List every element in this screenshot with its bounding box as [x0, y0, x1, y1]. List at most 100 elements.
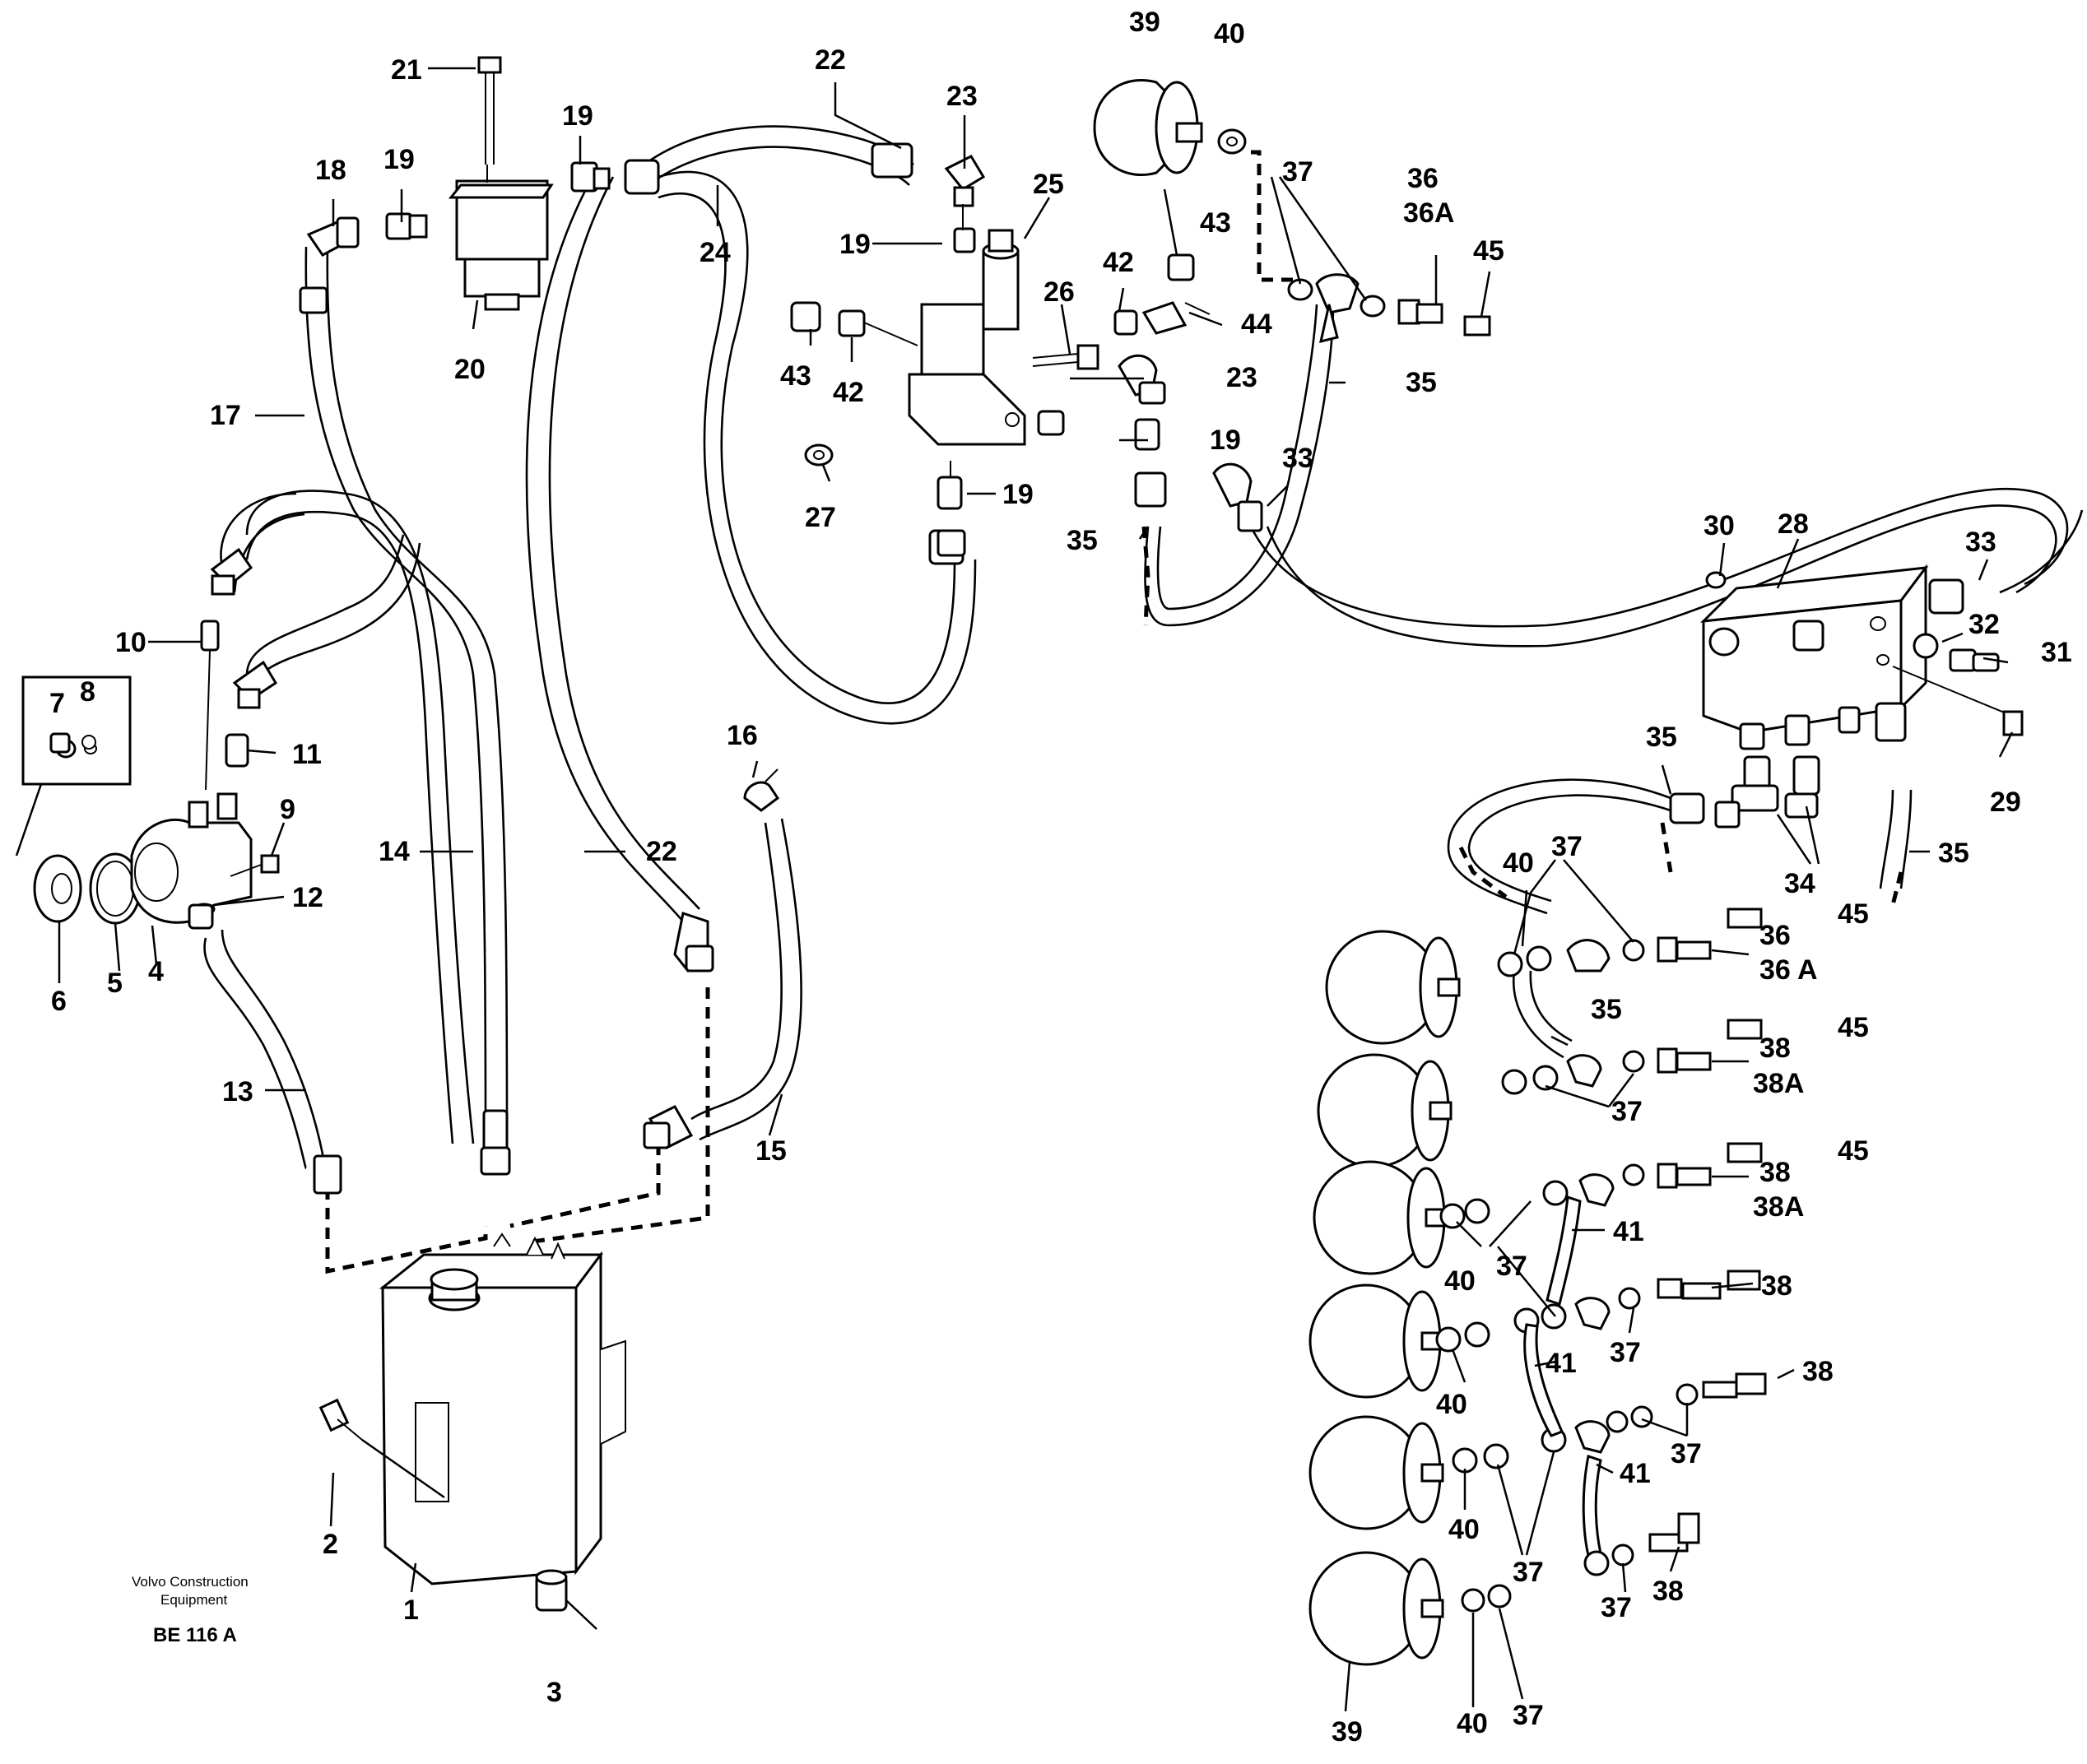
hose-35-lower	[1447, 778, 1671, 915]
callout-36A: 36A	[1403, 197, 1454, 229]
callout-40: 40	[1436, 1389, 1467, 1420]
callout-16: 16	[727, 720, 758, 751]
hose-24	[658, 170, 956, 705]
callout-14: 14	[379, 836, 410, 867]
filter-20	[448, 56, 554, 311]
callout-19: 19	[383, 144, 415, 175]
callout-12: 12	[292, 882, 323, 913]
callout-43: 43	[1200, 207, 1231, 239]
callout-40: 40	[1444, 1265, 1476, 1297]
callout-37: 37	[1671, 1438, 1702, 1469]
callout-38: 38	[1759, 1157, 1791, 1188]
callout-26: 26	[1044, 276, 1075, 308]
callout-34: 34	[1784, 868, 1815, 899]
callout-3: 3	[546, 1677, 562, 1708]
callout-11: 11	[292, 739, 322, 770]
callout-30: 30	[1704, 510, 1735, 541]
callout-17: 17	[210, 400, 241, 431]
callout-42: 42	[833, 377, 864, 408]
hose-13	[203, 937, 308, 1170]
callout-25: 25	[1033, 169, 1064, 200]
callout-labels: 21 19 19 18 22 23 19 25 24 20 17 26 23 1…	[49, 7, 2072, 1748]
callout-35: 35	[1067, 525, 1098, 556]
hose-14	[245, 490, 475, 1144]
callout-5: 5	[107, 968, 123, 999]
dashed-connections	[325, 150, 1903, 1274]
hydraulic-tank	[379, 1232, 626, 1585]
callout-6: 6	[51, 986, 67, 1017]
callout-39: 39	[1332, 1716, 1363, 1748]
drawing-code: BE 116 A	[153, 1624, 237, 1646]
hose-35-centre	[1144, 304, 1335, 627]
callout-38: 38	[1802, 1356, 1834, 1387]
callout-31: 31	[2041, 637, 2072, 668]
fittings-18-19	[299, 161, 611, 314]
hose-17	[304, 246, 487, 1136]
nut-27	[804, 443, 834, 467]
callout-37: 37	[1513, 1700, 1544, 1731]
fitting-10	[200, 620, 220, 791]
callout-9: 9	[280, 794, 295, 825]
elbow-pump-mid	[232, 660, 278, 709]
callout-43: 43	[780, 360, 811, 392]
fitting-23-top	[944, 155, 986, 253]
callout-37: 37	[1513, 1557, 1544, 1588]
hose-end-fittings	[624, 142, 964, 565]
accumulator-stack	[1308, 908, 1767, 1666]
callout-35: 35	[1591, 994, 1622, 1025]
callout-38: 38	[1761, 1270, 1792, 1302]
fitting-11	[225, 733, 249, 768]
callout-42: 42	[1103, 247, 1134, 278]
callout-36: 36	[1407, 163, 1439, 194]
footer: Volvo Construction Equipment BE 116 A	[132, 1574, 249, 1646]
fittings-42-43-left	[790, 301, 918, 346]
callout-37: 37	[1610, 1337, 1641, 1368]
callout-45: 45	[1838, 898, 1869, 930]
callout-39: 39	[1129, 7, 1160, 38]
callout-41: 41	[1613, 1216, 1644, 1247]
callout-24: 24	[700, 237, 731, 268]
bolt-2	[318, 1398, 445, 1499]
callout-37: 37	[1496, 1251, 1527, 1282]
callout-29: 29	[1990, 787, 2021, 818]
elbow-pump-top	[210, 547, 253, 596]
callout-41: 41	[1545, 1348, 1577, 1379]
callout-35: 35	[1646, 722, 1677, 753]
callout-40: 40	[1448, 1514, 1480, 1545]
fitting-33-elbow	[1134, 462, 1263, 532]
callout-36A: 36 A	[1759, 954, 1818, 986]
fittings-42-43-44-right	[1113, 253, 1211, 336]
bolt-26	[1032, 344, 1099, 370]
pump-assembly	[15, 675, 280, 930]
callout-35: 35	[1938, 838, 1969, 869]
callout-23: 23	[946, 81, 978, 112]
callout-45: 45	[1838, 1135, 1869, 1167]
callout-22: 22	[646, 836, 677, 867]
fitting-16	[743, 768, 780, 812]
callout-20: 20	[454, 354, 486, 385]
callout-19: 19	[839, 229, 871, 260]
valve-25	[908, 229, 1026, 446]
callout-33: 33	[1282, 443, 1313, 474]
callout-2: 2	[323, 1529, 338, 1560]
inset-box	[22, 676, 131, 785]
spacer-3	[535, 1569, 597, 1630]
brand-line-1: Volvo Construction	[132, 1574, 249, 1590]
callout-27: 27	[805, 502, 836, 533]
callout-45: 45	[1838, 1012, 1869, 1043]
leader-lines	[58, 67, 2014, 1712]
valve-block-28	[1699, 564, 2024, 750]
brand-line-2: Equipment	[160, 1592, 228, 1608]
callout-38: 38	[1652, 1576, 1684, 1607]
fitting-23-right	[1118, 354, 1166, 405]
callout-36: 36	[1759, 920, 1791, 951]
callout-13: 13	[222, 1076, 253, 1107]
callout-15: 15	[755, 1135, 787, 1167]
callout-44: 44	[1241, 309, 1272, 340]
callout-1: 1	[403, 1595, 419, 1626]
fittings-19-valve	[937, 410, 1160, 557]
hose-15	[690, 822, 783, 1121]
hose-22	[525, 176, 684, 922]
callout-28: 28	[1778, 508, 1809, 540]
callout-37: 37	[1551, 831, 1583, 862]
